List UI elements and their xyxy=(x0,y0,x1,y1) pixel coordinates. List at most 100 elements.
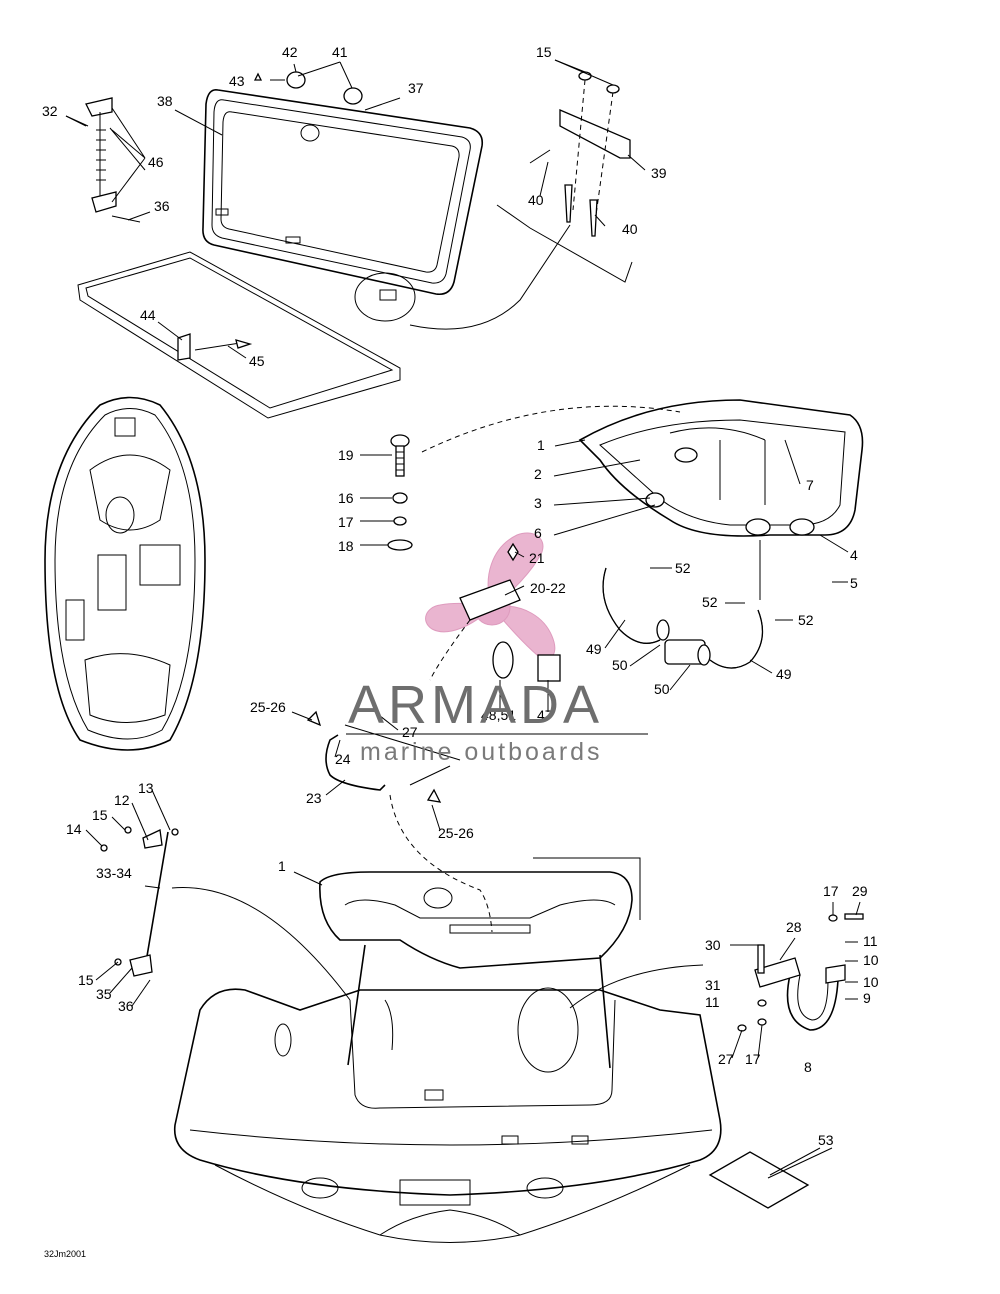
callout-label: 50 xyxy=(612,657,628,673)
callout-label: 48,51 xyxy=(481,707,516,723)
leader-line xyxy=(749,659,773,674)
callout-label: 6 xyxy=(534,525,542,541)
callout-label: 35 xyxy=(96,986,112,1002)
callout-label: 15 xyxy=(536,44,552,60)
leader-line xyxy=(131,979,151,1007)
leader-line xyxy=(784,439,801,485)
leader-line xyxy=(594,214,606,227)
grab-handle xyxy=(306,710,493,933)
leader-line xyxy=(334,739,341,758)
leader-line xyxy=(819,534,849,553)
callout-label: 1 xyxy=(278,858,286,874)
callout-label: 32 xyxy=(42,103,58,119)
callout-label: 25-26 xyxy=(438,825,474,841)
leader-line xyxy=(144,885,161,889)
leader-line xyxy=(431,804,441,831)
callout-label: 17 xyxy=(823,883,839,899)
leader-line xyxy=(151,789,171,831)
callout-label: 9 xyxy=(863,990,871,1006)
callout-label: 11 xyxy=(863,933,878,949)
leader-line xyxy=(325,779,346,796)
callout-label: 20-22 xyxy=(530,580,566,596)
callout-label: 47 xyxy=(537,707,553,723)
callout-label: 49 xyxy=(776,666,792,682)
owners-manual xyxy=(708,1147,821,1209)
callout-label: 10 xyxy=(863,952,879,968)
callout-label: 37 xyxy=(408,80,424,96)
callout-label: 17 xyxy=(338,514,354,530)
callout-label: 52 xyxy=(798,612,814,628)
callout-label: 36 xyxy=(118,998,134,1014)
callout-label: 15 xyxy=(92,807,108,823)
leader-line xyxy=(514,551,525,558)
leader-line xyxy=(227,345,247,359)
leader-line xyxy=(374,711,399,731)
callout-label: 39 xyxy=(651,165,667,181)
callout-label: 53 xyxy=(818,1132,834,1148)
leader-line xyxy=(554,59,614,86)
callout-label: 42 xyxy=(282,44,298,60)
callout-label: 49 xyxy=(586,641,602,657)
leader-line xyxy=(111,816,126,831)
callout-label: 38 xyxy=(157,93,173,109)
drawing-code: 32Jm2001 xyxy=(44,1249,86,1259)
callout-label: 27 xyxy=(402,724,418,740)
leader-line xyxy=(504,585,525,596)
callout-label: 52 xyxy=(702,594,718,610)
callout-label: 29 xyxy=(852,883,868,899)
callout-label: 27 xyxy=(718,1051,734,1067)
callout-label: 43 xyxy=(229,73,245,89)
callout-label: 23 xyxy=(306,790,322,806)
leader-line xyxy=(293,871,323,886)
callout-label: 10 xyxy=(863,974,879,990)
callout-label: 44 xyxy=(140,307,156,323)
leader-line xyxy=(339,61,353,89)
leader-line xyxy=(85,829,103,847)
leader-line xyxy=(757,1024,763,1059)
callout-label: 30 xyxy=(705,937,721,953)
leader-line xyxy=(65,115,89,127)
deck-top-view xyxy=(44,396,206,751)
callout-label: 8 xyxy=(804,1059,812,1075)
callout-label: 45 xyxy=(249,353,265,369)
callout-label: 13 xyxy=(138,780,154,796)
callout-label: 7 xyxy=(806,477,814,493)
fastener-stack xyxy=(387,434,413,551)
rear-grab-handle xyxy=(569,913,864,1032)
callout-label: 15 xyxy=(78,972,94,988)
hatch-cover-group xyxy=(65,71,633,419)
callout-label: 14 xyxy=(66,821,82,837)
callout-label: 4 xyxy=(850,547,858,563)
leader-line xyxy=(554,439,586,447)
leader-line xyxy=(627,154,646,171)
leader-line xyxy=(855,901,861,916)
leader-line xyxy=(731,1029,743,1059)
callout-label: 17 xyxy=(745,1051,761,1067)
callout-label: 33-34 xyxy=(96,865,132,881)
leader-line xyxy=(157,321,183,341)
leader-line xyxy=(293,63,297,73)
leader-line xyxy=(291,711,313,721)
leader-line xyxy=(553,504,656,536)
callout-label: 25-26 xyxy=(250,699,286,715)
leader-line xyxy=(109,967,133,994)
leader-line xyxy=(95,961,119,981)
leader-line xyxy=(669,664,691,691)
storage-bin xyxy=(421,399,864,682)
leader-line xyxy=(539,161,549,197)
callout-label: 16 xyxy=(338,490,354,506)
leader-line xyxy=(109,127,146,171)
leader-line xyxy=(553,497,651,506)
leader-line xyxy=(364,97,401,111)
support-rod xyxy=(100,826,351,1001)
callout-label: 21 xyxy=(529,550,545,566)
callout-label: 5 xyxy=(850,575,858,591)
leader-line xyxy=(629,644,661,667)
callout-label: 11 xyxy=(705,994,720,1010)
callout-label: 52 xyxy=(675,560,691,576)
callout-label: 18 xyxy=(338,538,354,554)
callout-label: 36 xyxy=(154,198,170,214)
callout-label: 3 xyxy=(534,495,542,511)
